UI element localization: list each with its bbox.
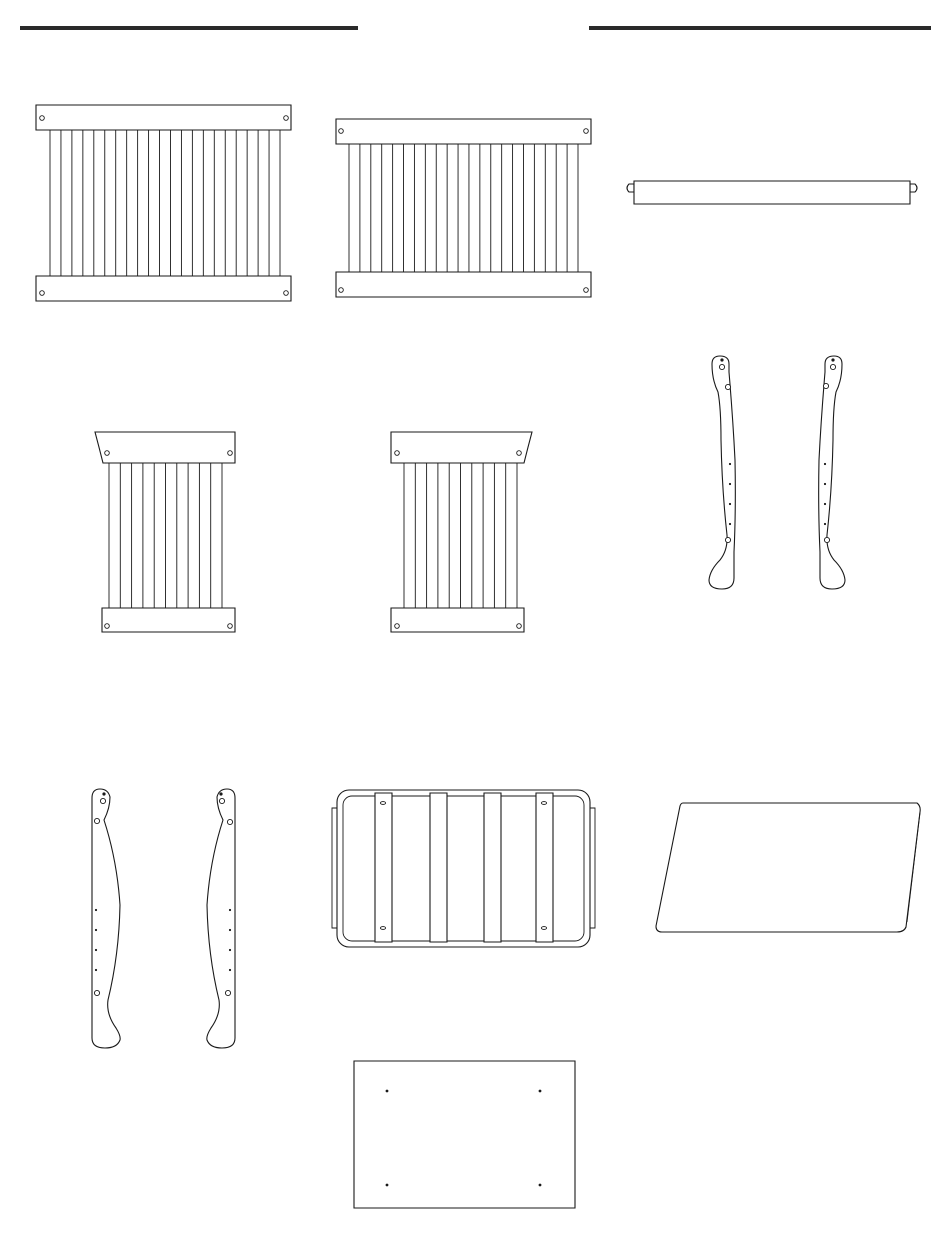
side-leg — [207, 789, 235, 1048]
header-rule-left — [20, 26, 358, 30]
side-leg — [709, 356, 735, 589]
panel-bottom-rail — [336, 272, 591, 297]
screw-hole — [40, 116, 45, 121]
bottom-board — [354, 1061, 575, 1208]
screw-hole — [284, 291, 289, 296]
panel-slats — [349, 144, 578, 272]
screw-hole — [584, 288, 589, 293]
side-leg-pair-lower — [92, 789, 235, 1048]
panel-bottom-rail — [391, 608, 524, 632]
panel-top-rail — [36, 105, 291, 130]
panel-bottom-rail — [36, 276, 291, 301]
mattress-frame — [332, 790, 595, 947]
screw-hole — [339, 129, 344, 134]
side-panel-right — [391, 432, 532, 632]
panel-slats — [404, 463, 517, 608]
screw-hole — [40, 291, 45, 296]
panel-top-rail — [336, 119, 591, 144]
screw-hole — [584, 129, 589, 134]
frame-slat — [484, 793, 501, 942]
panel-bottom-rail — [102, 608, 235, 632]
panel-top-rail — [95, 432, 235, 463]
frame-slat — [375, 793, 392, 942]
side-leg — [92, 789, 120, 1048]
mattress-pad — [656, 803, 920, 932]
frame-slat — [536, 793, 553, 942]
header-rule-right — [589, 26, 931, 30]
panel-top-rail — [391, 432, 532, 463]
headboard-panel-large — [36, 105, 291, 301]
mattress-support-rail — [627, 181, 917, 204]
panel-slats — [109, 463, 222, 608]
frame-slat — [430, 793, 447, 942]
side-leg — [819, 356, 845, 589]
screw-hole — [339, 288, 344, 293]
side-panel-left — [95, 432, 235, 632]
footboard-panel-large — [336, 119, 591, 297]
side-leg-pair-upper — [709, 356, 845, 589]
panel-slats — [50, 130, 280, 276]
screw-hole — [284, 116, 289, 121]
